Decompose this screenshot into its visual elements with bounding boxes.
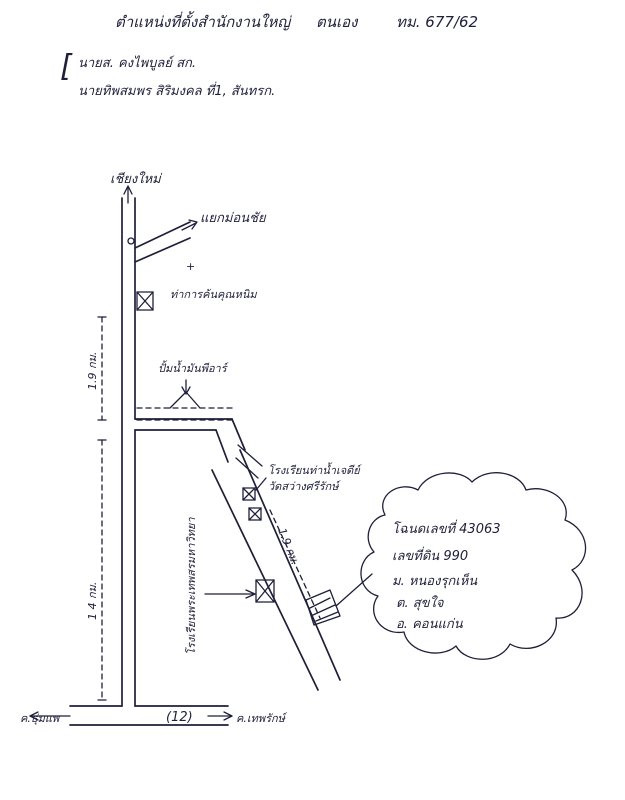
bottom-right-label: ค.เทพรักษ์ xyxy=(236,712,288,725)
target-parcel xyxy=(305,573,373,626)
branch-road-label: แยกม่อนชัย xyxy=(200,211,267,226)
bottom-left-label: ค.ธุ่มแพ xyxy=(20,712,61,725)
top-road-label: เชียงใหม่ xyxy=(110,171,163,187)
school-b-label: วัดสว่างศรีรักษ์ xyxy=(268,480,342,493)
header-place: ตนเอง xyxy=(316,13,359,31)
header-line-2: นายส. คงไพบูลย์ สก. xyxy=(78,55,196,71)
side-building-marker xyxy=(204,579,275,603)
header-bracket: [ xyxy=(60,49,73,84)
distance-lower-label: 1 4 กม. xyxy=(86,582,99,620)
route-number: (12) xyxy=(166,710,193,725)
bridge-crossing xyxy=(136,379,233,421)
distance-upper-line xyxy=(97,316,107,421)
cloud-village: ม. หนองรุกเห็น xyxy=(392,572,478,589)
header-line-3: นายทิพสมพร สิริมงคล ที่1, สันทรก. xyxy=(78,81,275,99)
cloud-callout xyxy=(360,472,587,660)
building-top-label: ท่าการค้นคุณหนิม xyxy=(170,288,257,301)
school-a-label: โรงเรียนท่าน้ำเจดีย์ xyxy=(268,462,363,477)
diagonal-distance-label: 1.9 กม. xyxy=(275,526,301,566)
side-building-label: โรงเรียนพระเทพสรมหาวิทยา xyxy=(185,517,198,655)
main-road xyxy=(121,197,136,707)
distance-lower-line xyxy=(97,439,107,701)
school-lane xyxy=(235,444,263,479)
school-marker-a xyxy=(242,487,256,501)
school-marker-b xyxy=(248,507,262,521)
branch-road xyxy=(127,219,198,263)
cloud-land-no: เลขที่ดิน 990 xyxy=(392,546,468,564)
distance-upper-label: 1.9 กม. xyxy=(86,352,99,390)
plus-mark: + xyxy=(186,260,195,273)
header-file-no: ทม. 677/62 xyxy=(396,13,478,31)
cloud-district: อ. คอนแก่น xyxy=(396,617,464,632)
bottom-road xyxy=(29,705,233,726)
bridge-label: ปั้มน้ำมันพีอาร์ xyxy=(158,360,230,375)
cloud-subdistrict: ต. สุขใจ xyxy=(396,595,445,611)
cloud-deed: โฉนดเลขที่ 43063 xyxy=(392,519,501,537)
building-marker-top xyxy=(136,291,154,311)
north-arrow xyxy=(123,185,133,204)
diagonal-distance-line xyxy=(269,509,321,619)
header-title: ตำแหน่งที่ตั้งสำนักงานใหญ่ xyxy=(115,11,292,31)
